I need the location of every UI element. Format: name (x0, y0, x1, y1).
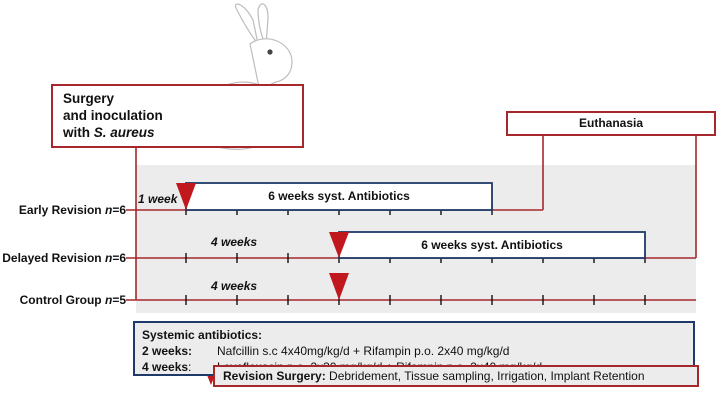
control-group-label: Control Group n=5 (19, 293, 126, 307)
surgery-pathogen-name: S. aureus (93, 125, 155, 140)
early-antibiotic-label: 6 weeks syst. Antibiotics (268, 189, 410, 203)
surgery-pathogen-line: with S. aureus (63, 124, 292, 141)
control-endpoint-marker-icon (329, 273, 349, 300)
antibiotics-title: Systemic antibiotics: (142, 328, 263, 342)
delayed-wait-label: 4 weeks (211, 235, 258, 249)
antibiotics-row-2-weeks: 2 weeks:Nafcillin s.c 4x40mg/kg/d + Rifa… (142, 344, 510, 358)
euthanasia-box: Euthanasia (506, 111, 716, 136)
control-wait-label: 4 weeks (211, 279, 258, 293)
early-revision-marker-icon (176, 183, 196, 210)
early-wait-label: 1 week (138, 192, 178, 206)
surgery-subtitle: and inoculation (63, 108, 163, 123)
surgery-title: Surgery (63, 91, 115, 106)
surgery-box: Surgery and inoculation with S. aureus (51, 84, 304, 148)
delayed-antibiotic-label: 6 weeks syst. Antibiotics (421, 238, 563, 252)
delayed-revision-marker-icon (329, 232, 349, 258)
early-antibiotic-bar (185, 182, 493, 211)
euthanasia-label: Euthanasia (578, 116, 644, 130)
surgery-pathogen-prefix: with (63, 125, 94, 140)
early-revision-label: Early Revision n=6 (18, 203, 126, 217)
delayed-antibiotic-bar (338, 231, 646, 259)
revision-legend-text: Revision Surgery: Debridement, Tissue sa… (223, 369, 645, 383)
revision-legend-box: Revision Surgery: Debridement, Tissue sa… (213, 365, 699, 387)
rabbit-eye-icon (267, 49, 273, 55)
delayed-revision-label: Delayed Revision n=6 (2, 251, 126, 265)
